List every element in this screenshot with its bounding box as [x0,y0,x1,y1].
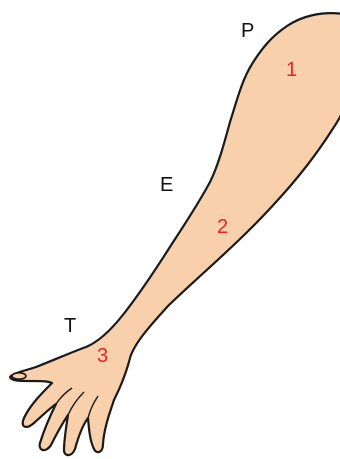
landmark-label-elbow: E [160,174,173,196]
landmark-label-shoulder: P [241,20,254,42]
thumb-nail [12,373,26,379]
segment-number-upper-arm: 1 [286,59,297,81]
segment-number-forearm: 2 [217,216,228,238]
landmark-label-wrist: T [64,315,76,337]
segment-number-hand: 3 [97,345,108,367]
